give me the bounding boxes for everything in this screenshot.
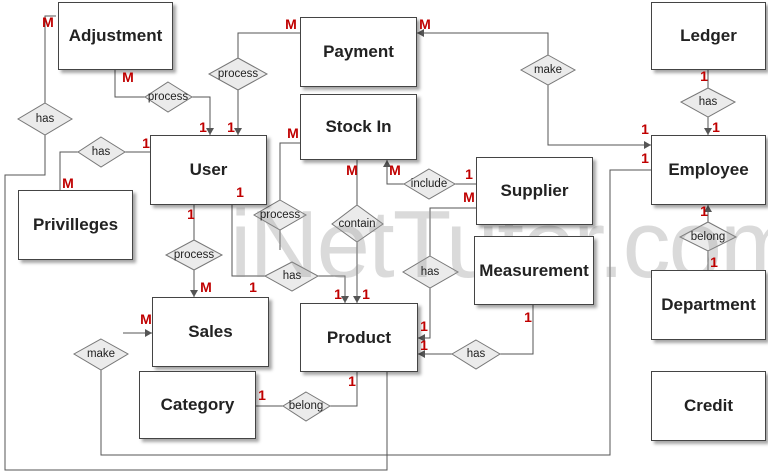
- cardinality-label: M: [419, 16, 431, 32]
- entity-ledger: Ledger: [651, 2, 766, 70]
- rel-process-stockin: process: [259, 209, 301, 221]
- cardinality-label: M: [200, 279, 212, 295]
- entity-supplier: Supplier: [476, 157, 593, 225]
- entity-privilleges: Privilleges: [18, 190, 133, 260]
- cardinality-label: M: [346, 162, 358, 178]
- cardinality-label: 1: [710, 254, 718, 270]
- entity-category: Category: [139, 371, 256, 439]
- entity-department: Department: [651, 270, 766, 340]
- diamond-has-user-product: [263, 261, 320, 292]
- rel-belong-department: belong: [690, 231, 726, 243]
- cardinality-label: M: [287, 125, 299, 141]
- cardinality-label: 1: [348, 373, 356, 389]
- entity-measurement: Measurement: [474, 236, 594, 305]
- diamond-process-stockin: [252, 199, 308, 231]
- diamond-belong-category: [282, 391, 331, 422]
- entity-employee: Employee: [651, 135, 766, 205]
- rel-has-privilleges: has: [91, 146, 111, 158]
- diamond-has-ledger: [679, 87, 737, 118]
- cardinality-label: M: [389, 162, 401, 178]
- diamond-process-payment: [207, 57, 269, 91]
- cardinality-label: 1: [420, 318, 428, 334]
- rel-process-adjustment: process: [147, 91, 189, 103]
- rel-make-payment: make: [533, 64, 563, 76]
- rel-has-measurement: has: [466, 348, 486, 360]
- rel-contain: contain: [338, 218, 376, 230]
- cardinality-label: 1: [465, 166, 473, 182]
- diamond-process-sales: [164, 239, 224, 271]
- cardinality-label: M: [62, 175, 74, 191]
- cardinality-label: 1: [334, 286, 342, 302]
- entity-user: User: [150, 135, 267, 205]
- diamond-belong-department: [678, 221, 738, 252]
- cardinality-label: 1: [362, 286, 370, 302]
- rel-has-supplier-measure: has: [420, 266, 440, 278]
- cardinality-label: 1: [641, 150, 649, 166]
- rel-has-adjustment: has: [35, 113, 55, 125]
- cardinality-label: 1: [249, 279, 257, 295]
- diamond-include: [403, 168, 457, 200]
- cardinality-label: 1: [712, 119, 720, 135]
- entity-product: Product: [300, 303, 418, 372]
- rel-include: include: [410, 178, 448, 190]
- diamond-make-payment: [519, 54, 577, 86]
- rel-belong-category: belong: [288, 400, 324, 412]
- diamond-contain: [331, 204, 384, 243]
- diamond-has-privilleges: [77, 136, 126, 168]
- rel-has-ledger: has: [698, 96, 718, 108]
- entity-credit: Credit: [651, 371, 766, 441]
- diamond-has-measurement: [451, 339, 501, 370]
- cardinality-label: 1: [700, 203, 708, 219]
- cardinality-label: 1: [199, 119, 207, 135]
- diamond-make-sales: [72, 338, 130, 371]
- diamond-process-adjustment: [144, 81, 193, 113]
- diamond-has-measure: [402, 255, 460, 289]
- cardinality-label: 1: [187, 206, 195, 222]
- cardinality-label: M: [285, 16, 297, 32]
- cardinality-label: M: [140, 311, 152, 327]
- diamond-has-adjustment: [17, 102, 73, 136]
- cardinality-label: 1: [420, 337, 428, 353]
- cardinality-label: 1: [236, 184, 244, 200]
- cardinality-label: M: [122, 69, 134, 85]
- cardinality-label: M: [463, 189, 475, 205]
- entity-adjustment: Adjustment: [58, 2, 173, 70]
- rel-make-sales: make: [86, 348, 116, 360]
- cardinality-label: 1: [258, 387, 266, 403]
- rel-process-payment: process: [217, 68, 259, 80]
- rel-process-sales: process: [173, 249, 215, 261]
- cardinality-label: M: [42, 14, 54, 30]
- entity-sales: Sales: [152, 297, 269, 367]
- cardinality-label: 1: [641, 121, 649, 137]
- cardinality-label: 1: [142, 135, 150, 151]
- cardinality-label: 1: [524, 309, 532, 325]
- cardinality-label: 1: [700, 68, 708, 84]
- entity-stock-in: Stock In: [300, 94, 417, 160]
- rel-has-user-product: has: [282, 270, 302, 282]
- entity-payment: Payment: [300, 17, 417, 87]
- cardinality-label: 1: [227, 119, 235, 135]
